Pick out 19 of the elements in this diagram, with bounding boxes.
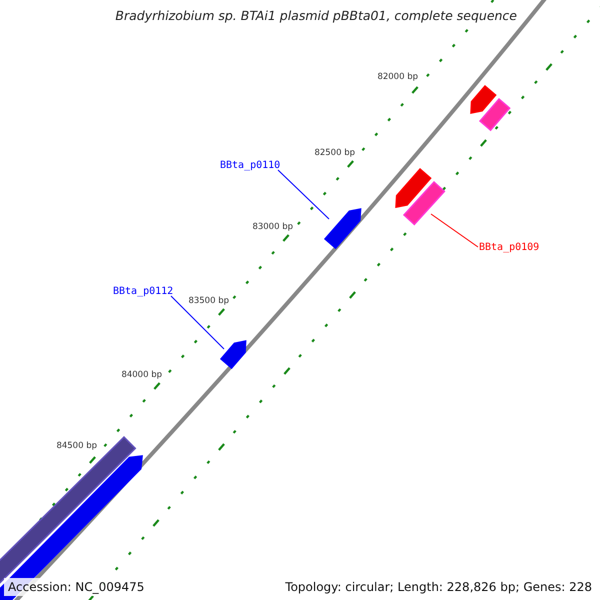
position-label: 84500 bp xyxy=(56,441,97,451)
gene-feature xyxy=(220,341,246,369)
leader-line xyxy=(278,170,330,220)
gene-label: BBta_p0110 xyxy=(220,160,280,171)
position-label: 84000 bp xyxy=(121,370,162,380)
leader-line xyxy=(430,214,478,248)
gene-block xyxy=(480,99,510,131)
leader-line xyxy=(170,296,224,350)
position-label: 82500 bp xyxy=(314,148,355,158)
position-label: 83500 bp xyxy=(188,296,229,306)
position-label: 82000 bp xyxy=(377,72,418,82)
gene-feature xyxy=(470,86,496,114)
gene-feature xyxy=(0,456,142,600)
position-label: 83000 bp xyxy=(252,222,293,232)
gene-label: BBta_p0109 xyxy=(479,242,540,253)
gene-block xyxy=(404,182,444,225)
gene-label: BBta_p0112 xyxy=(113,286,174,297)
gene-feature xyxy=(324,209,360,249)
gene-feature xyxy=(396,169,430,208)
